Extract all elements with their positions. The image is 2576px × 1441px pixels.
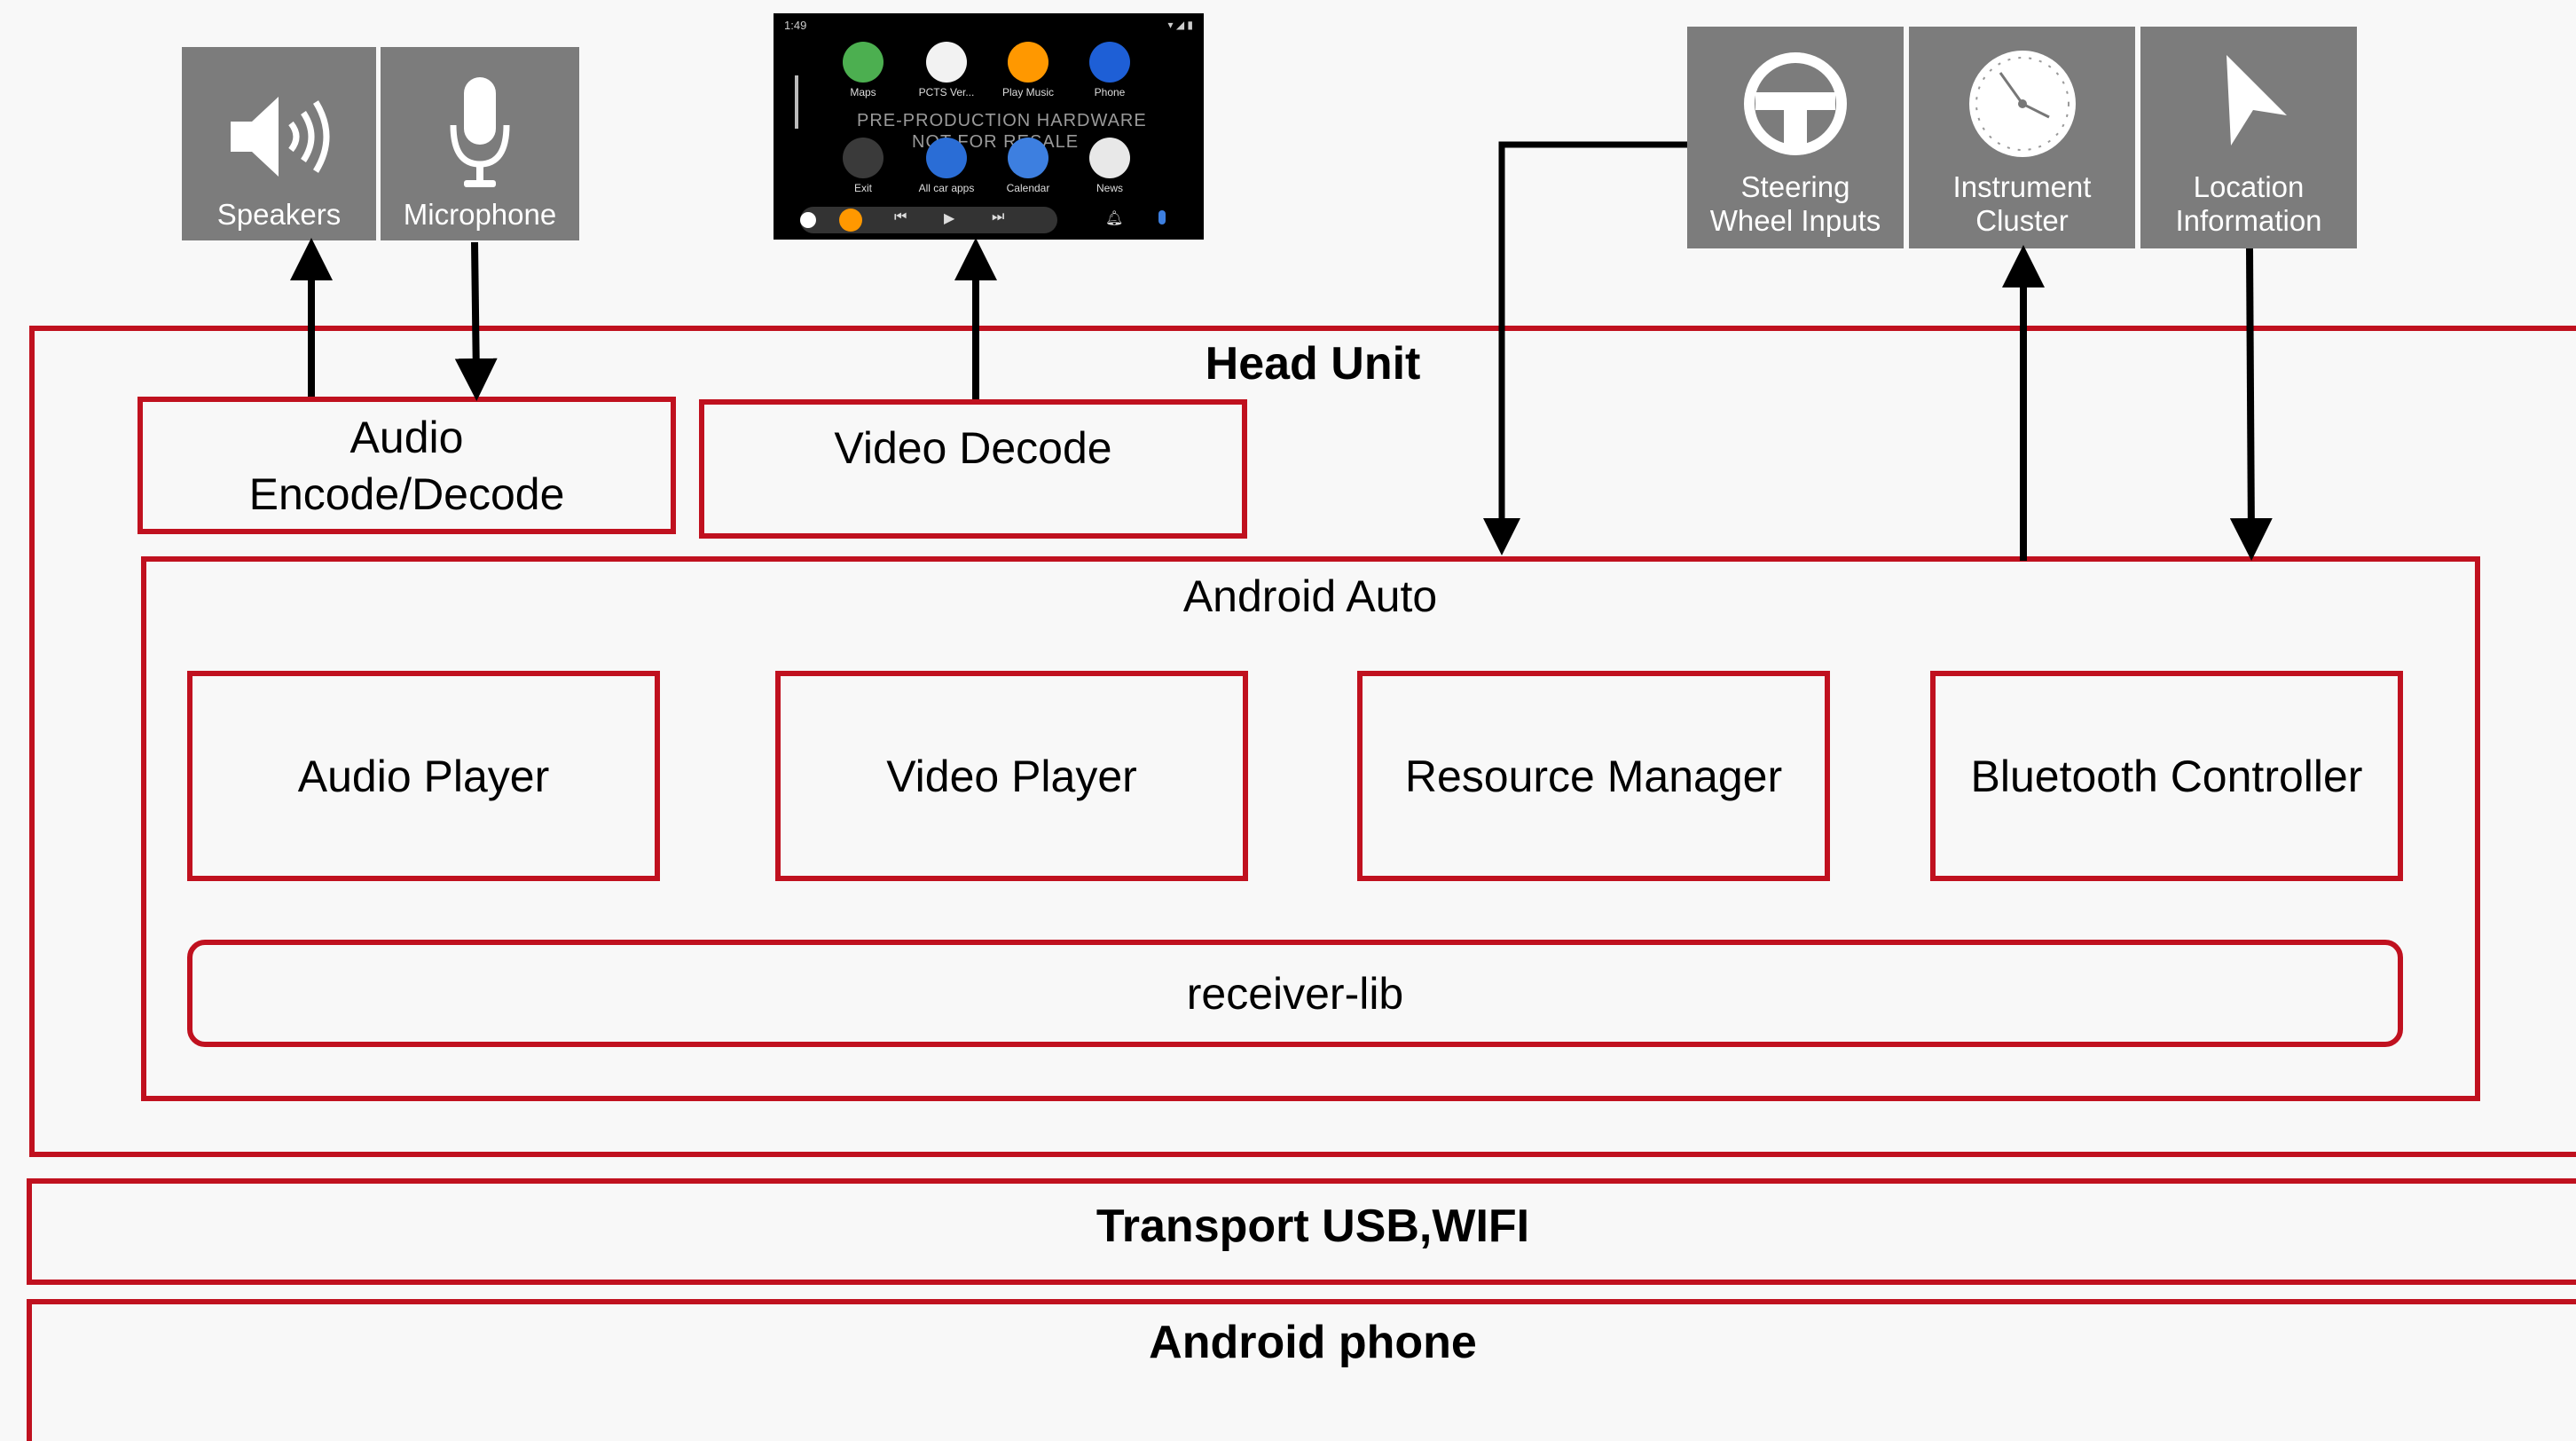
phone-icon xyxy=(1089,42,1130,83)
media-next-icon: ⏭ xyxy=(992,209,1005,224)
calendar-icon xyxy=(1008,138,1048,178)
location-tile: Location Information xyxy=(2140,27,2357,248)
app-label-maps: Maps xyxy=(850,86,876,98)
instrument-cluster-tile: Instrument Cluster xyxy=(1909,27,2135,248)
now-playing-icon xyxy=(839,209,862,232)
transport-title: Transport USB,WIFI xyxy=(1096,1201,1530,1252)
android-auto-title: Android Auto xyxy=(1182,571,1438,621)
video-decode-label: Video Decode xyxy=(834,423,1112,473)
speakers-label: Speakers xyxy=(216,198,342,231)
receiver-lib-box: receiver-lib xyxy=(187,940,2403,1047)
transport-box xyxy=(27,1178,2576,1285)
watermark-line-1: PRE-PRODUCTION HARDWARE xyxy=(857,111,1147,130)
gauge-icon xyxy=(1968,51,2076,157)
android-phone-box xyxy=(27,1299,2576,1441)
app-label-calendar: Calendar xyxy=(1006,182,1050,194)
resource-manager-box: Resource Manager xyxy=(1357,671,1830,881)
location-label-1: Location xyxy=(2193,170,2305,203)
all-car-apps-icon xyxy=(926,138,967,178)
app-label-pcts: PCTS Ver... xyxy=(918,86,975,98)
location-label-2: Information xyxy=(2175,204,2322,237)
bluetooth-controller-label: Bluetooth Controller xyxy=(1970,751,2363,801)
notification-bell-icon: 🔔︎ xyxy=(1105,211,1124,226)
app-label-phone: Phone xyxy=(1094,86,1126,98)
maps-icon xyxy=(843,42,884,83)
speaker-icon xyxy=(230,97,329,177)
location-arrow-icon xyxy=(2227,55,2287,146)
speakers-tile: Speakers xyxy=(182,47,376,240)
status-time: 1:49 xyxy=(784,19,807,32)
home-button-icon xyxy=(800,212,816,228)
video-player-box: Video Player xyxy=(775,671,1248,881)
play-music-icon xyxy=(1008,42,1048,83)
microphone-icon xyxy=(450,77,510,187)
audio-codec-label-2: Encode/Decode xyxy=(248,469,565,519)
app-label-all-car-apps: All car apps xyxy=(918,182,975,194)
video-decode-box: Video Decode xyxy=(699,399,1247,539)
microphone-label: Microphone xyxy=(403,198,557,231)
steering-wheel-icon xyxy=(1744,52,1847,155)
media-prev-icon: ⏮ xyxy=(894,209,907,224)
pcts-icon xyxy=(926,42,967,83)
app-label-play-music: Play Music xyxy=(1001,86,1054,98)
steering-wheel-tile: Steering Wheel Inputs xyxy=(1687,27,1904,248)
audio-codec-label-1: Audio xyxy=(349,412,464,462)
bluetooth-controller-box: Bluetooth Controller xyxy=(1930,671,2403,881)
status-icons: ▾ ◢ ▮ xyxy=(1167,19,1193,31)
steering-wheel-label-1: Steering xyxy=(1740,170,1850,203)
android-auto-box xyxy=(141,556,2480,1101)
screen-side-rail xyxy=(795,75,798,129)
audio-encode-decode-box: Audio Encode/Decode xyxy=(137,397,676,534)
android-phone-title: Android phone xyxy=(1149,1317,1477,1368)
steering-wheel-label-2: Wheel Inputs xyxy=(1709,204,1881,237)
voice-mic-icon xyxy=(1158,210,1166,224)
app-label-exit: Exit xyxy=(853,182,872,194)
exit-icon xyxy=(843,138,884,178)
audio-player-box: Audio Player xyxy=(187,671,660,881)
instrument-cluster-label-1: Instrument xyxy=(1952,170,2092,203)
audio-player-label: Audio Player xyxy=(297,751,550,801)
video-player-label: Video Player xyxy=(886,751,1137,801)
app-label-news: News xyxy=(1096,182,1123,194)
media-play-icon: ▶ xyxy=(944,211,955,226)
instrument-cluster-label-2: Cluster xyxy=(1975,204,2069,237)
head-unit-title: Head Unit xyxy=(1205,338,1421,390)
android-auto-screen: 1:49 ▾ ◢ ▮ Maps PCTS Ver... Play Music P… xyxy=(774,13,1204,240)
receiver-lib-label: receiver-lib xyxy=(1186,968,1404,1019)
resource-manager-label: Resource Manager xyxy=(1404,751,1783,801)
news-icon xyxy=(1089,138,1130,178)
microphone-tile: Microphone xyxy=(381,47,579,240)
head-unit-box xyxy=(29,326,2576,1157)
